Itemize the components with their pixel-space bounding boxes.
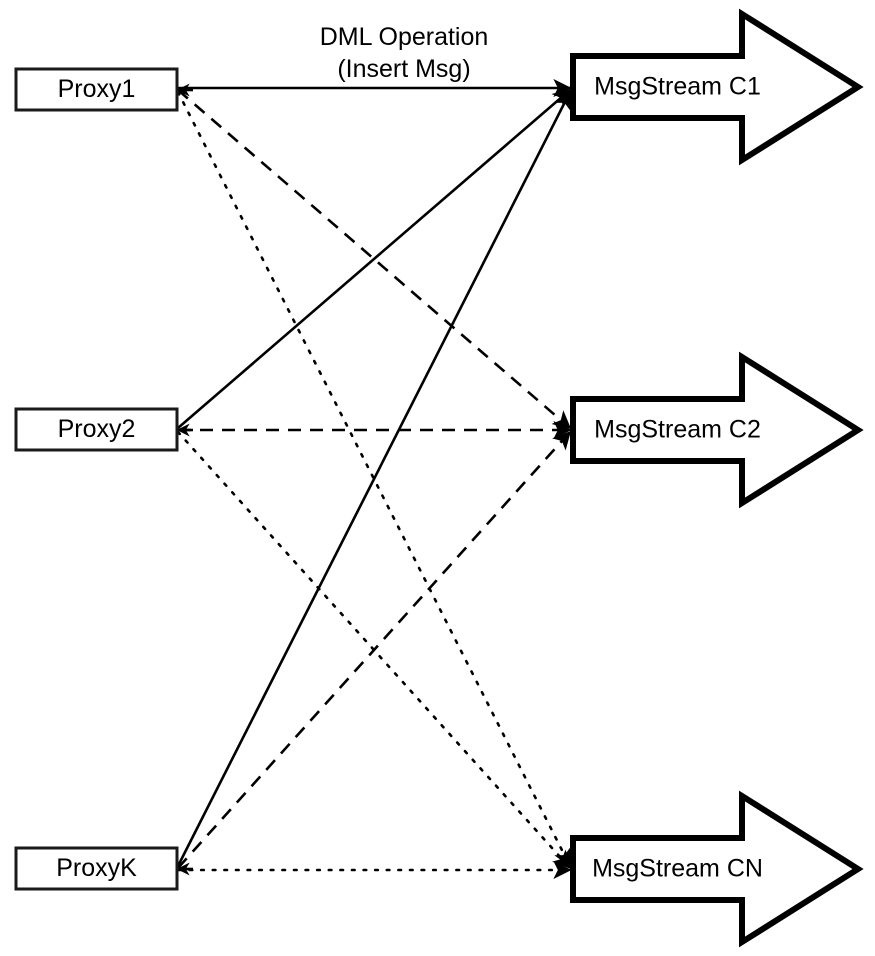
- msgstream-node-stream_cn[interactable]: MsgStream CN: [570, 790, 864, 948]
- caption-group: DML Operation (Insert Msg): [320, 23, 489, 83]
- msgstream-node-stream_c1[interactable]: MsgStream C1: [570, 8, 864, 166]
- msgstream-label-stream_c1: MsgStream C1: [594, 73, 761, 101]
- msgstream-arrow-shape-stream_c2: [570, 351, 864, 509]
- proxy-box-proxyK: [14, 846, 179, 891]
- proxy-node-proxy1[interactable]: Proxy1: [14, 67, 179, 112]
- edge-proxy1-to-stream_cn: [176, 90, 572, 868]
- source-arrowheads-layer: [176, 83, 193, 876]
- msgstream-arrow-shape-stream_cn: [570, 790, 864, 948]
- edge-proxyK-to-stream_c1: [176, 90, 572, 867]
- proxy-label-proxy2: Proxy2: [58, 415, 136, 443]
- proxy-box-proxy2: [14, 407, 179, 452]
- msgstream-nodes-layer: MsgStream C1 MsgStream C2 MsgStream CN: [570, 8, 864, 948]
- caption-line-1: DML Operation: [320, 23, 489, 51]
- msgstream-label-stream_c2: MsgStream C2: [594, 416, 761, 444]
- edge-proxy2-to-stream_c1: [177, 89, 572, 429]
- edge-proxyK-to-stream_c2: [177, 430, 572, 869]
- proxy-label-proxyK: ProxyK: [56, 854, 137, 882]
- caption-line-2: (Insert Msg): [337, 55, 470, 83]
- proxy-label-proxy1: Proxy1: [58, 75, 136, 103]
- proxy-box-proxy1: [14, 67, 179, 112]
- msgstream-arrow-shape-stream_c1: [570, 8, 864, 166]
- proxy-node-proxy2[interactable]: Proxy2: [14, 407, 179, 452]
- edges-layer: [176, 78, 572, 880]
- msgstream-node-stream_c2[interactable]: MsgStream C2: [570, 351, 864, 509]
- msgstream-label-stream_cn: MsgStream CN: [592, 855, 763, 883]
- proxy-node-proxyK[interactable]: ProxyK: [14, 846, 179, 891]
